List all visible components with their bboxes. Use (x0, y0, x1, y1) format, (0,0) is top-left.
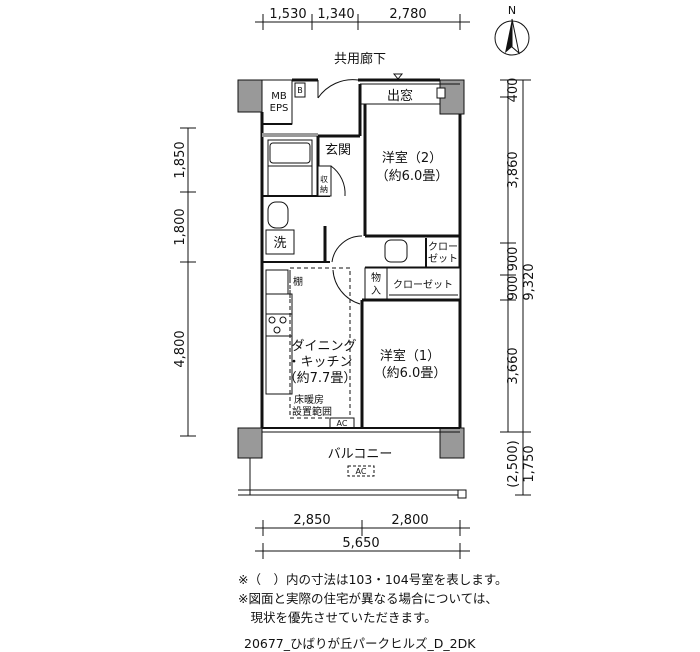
genkan-label: 玄関 (325, 143, 351, 158)
note-1: ※（ ）内の寸法は103・104号室を表します。 (238, 572, 508, 587)
dim-bottom-2: 2,800 (391, 513, 428, 528)
room2-size: （約6.0畳） (376, 169, 449, 184)
bottom-dimension-line (255, 520, 470, 559)
left-dimension-line (180, 127, 196, 437)
eps-label: EPS (270, 103, 289, 114)
monoire-label-2: 入 (371, 286, 381, 297)
room1-name: 洋室（1） (380, 348, 440, 364)
dim-left-2: 1,800 (173, 208, 188, 245)
floor-heat-label-2: 設置範囲 (292, 405, 332, 418)
floor-heat-label-1: 床暖房 (294, 393, 324, 406)
shuno-label-2: 納 (320, 184, 328, 194)
top-dimension-line (255, 14, 470, 30)
corridor-label: 共用廊下 (334, 51, 386, 67)
walls (237, 73, 467, 499)
dim-right-2: 3,860 (506, 151, 521, 188)
note-2: ※図面と実際の住宅が異なる場合については、 (238, 591, 498, 606)
dim-bottom-1: 2,850 (293, 513, 330, 528)
dim-top-3: 2,780 (389, 7, 426, 22)
dim-right-balcony: (2,500) (506, 440, 521, 487)
dim-left-3: 4,800 (173, 330, 188, 367)
b-label: B (297, 86, 303, 95)
closet-a-label-2: ゼット (428, 253, 458, 265)
monoire-label-1: 物 (371, 271, 381, 284)
north-arrow-icon (494, 18, 530, 56)
dim-right-4: 900 (506, 276, 521, 301)
dim-right-balcony-2: 1,750 (522, 445, 537, 482)
balcony-label: バルコニー (328, 447, 393, 462)
dk-label-1: ダイニング (291, 339, 356, 354)
dim-top-2: 1,340 (317, 7, 354, 22)
dim-right-total: 9,320 (522, 263, 537, 300)
north-label: N (508, 4, 516, 17)
dim-left-1: 1,850 (173, 141, 188, 178)
wash-label: 洗 (273, 236, 286, 251)
dk-size: （約7.7畳） (284, 371, 357, 386)
closet-a-label-1: クロー (428, 241, 458, 253)
right-dimension-line (500, 79, 531, 496)
room1-size: （約6.0畳） (374, 366, 447, 381)
dk-label-2: ・キッチン (287, 355, 352, 370)
dim-bottom-total: 5,650 (342, 536, 379, 551)
closet-b-label: クローゼット (393, 279, 453, 291)
note-3: 現状を優先させていただきます。 (238, 610, 437, 625)
dim-right-5: 3,660 (506, 347, 521, 384)
dechado-label: 出窓 (387, 88, 413, 104)
tana-label: 棚 (293, 275, 303, 288)
footer-code: 20677_ひばりが丘パークヒルズ_D_2DK (244, 636, 476, 651)
dim-right-3: 900 (506, 247, 521, 272)
dim-right-1: 400 (506, 78, 521, 103)
room2-name: 洋室（2） (382, 150, 442, 166)
ac-balcony-label: AC (356, 467, 367, 476)
mb-label: MB (271, 91, 287, 102)
shuno-label-1: 収 (320, 174, 328, 184)
dim-top-1: 1,530 (269, 7, 306, 22)
ac-room-label: AC (337, 419, 348, 428)
